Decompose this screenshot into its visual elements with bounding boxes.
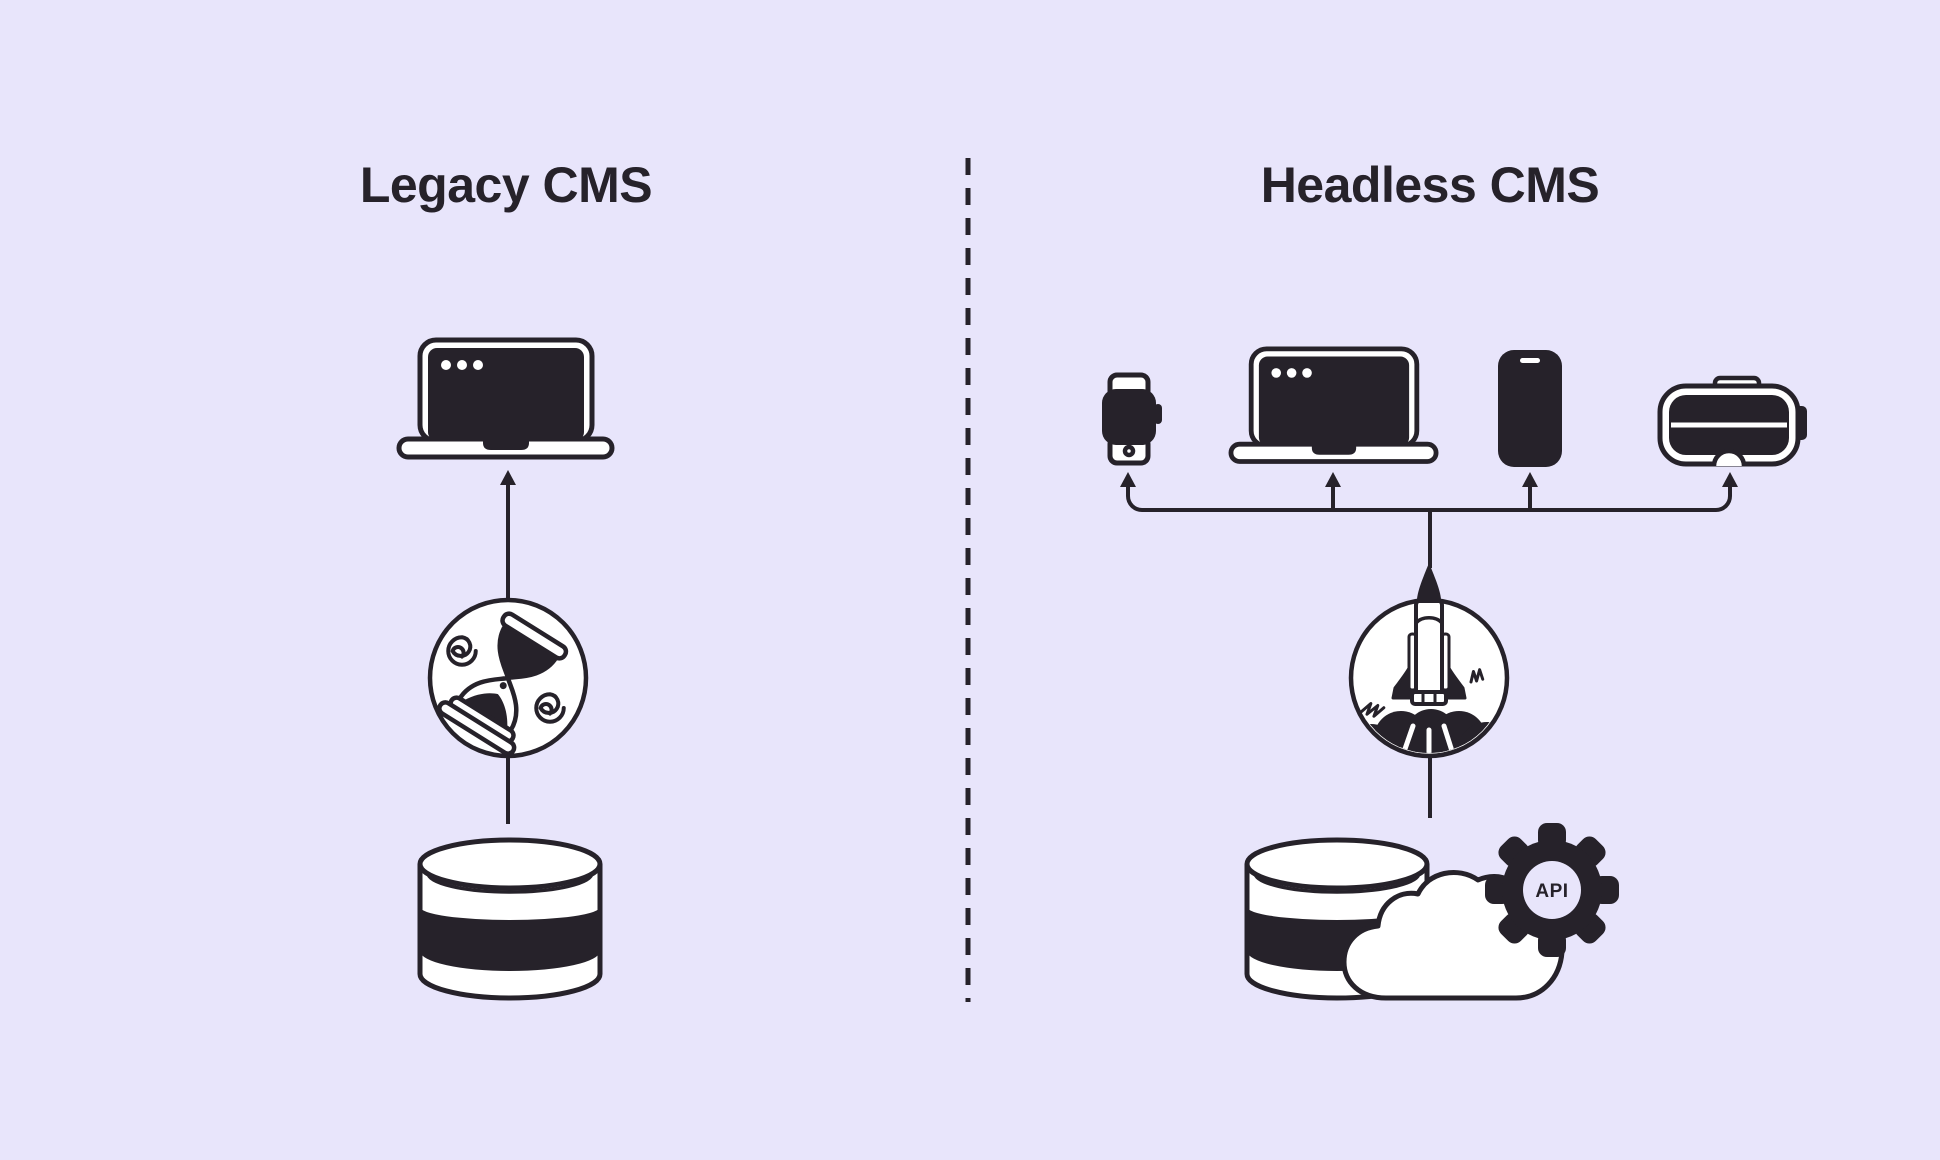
legacy-laptop-icon [399, 340, 612, 457]
legacy-hourglass-icon [427, 597, 589, 759]
api-gear-icon: API [1485, 823, 1619, 957]
legacy-cms-title: Legacy CMS [359, 157, 653, 213]
headless-vr-headset-icon [1657, 375, 1807, 467]
headless-distribution-arrows-icon [1120, 472, 1738, 568]
headless-smartwatch-icon [1102, 372, 1162, 466]
legacy-database-icon [420, 840, 600, 998]
headless-smartphone-icon [1498, 350, 1562, 467]
headless-laptop-icon [1231, 349, 1436, 462]
headless-rocket-icon [1348, 563, 1510, 759]
api-label: API [1535, 881, 1568, 902]
headless-cms-title: Headless CMS [1260, 157, 1600, 213]
legacy-arrow-up-icon [500, 470, 516, 600]
